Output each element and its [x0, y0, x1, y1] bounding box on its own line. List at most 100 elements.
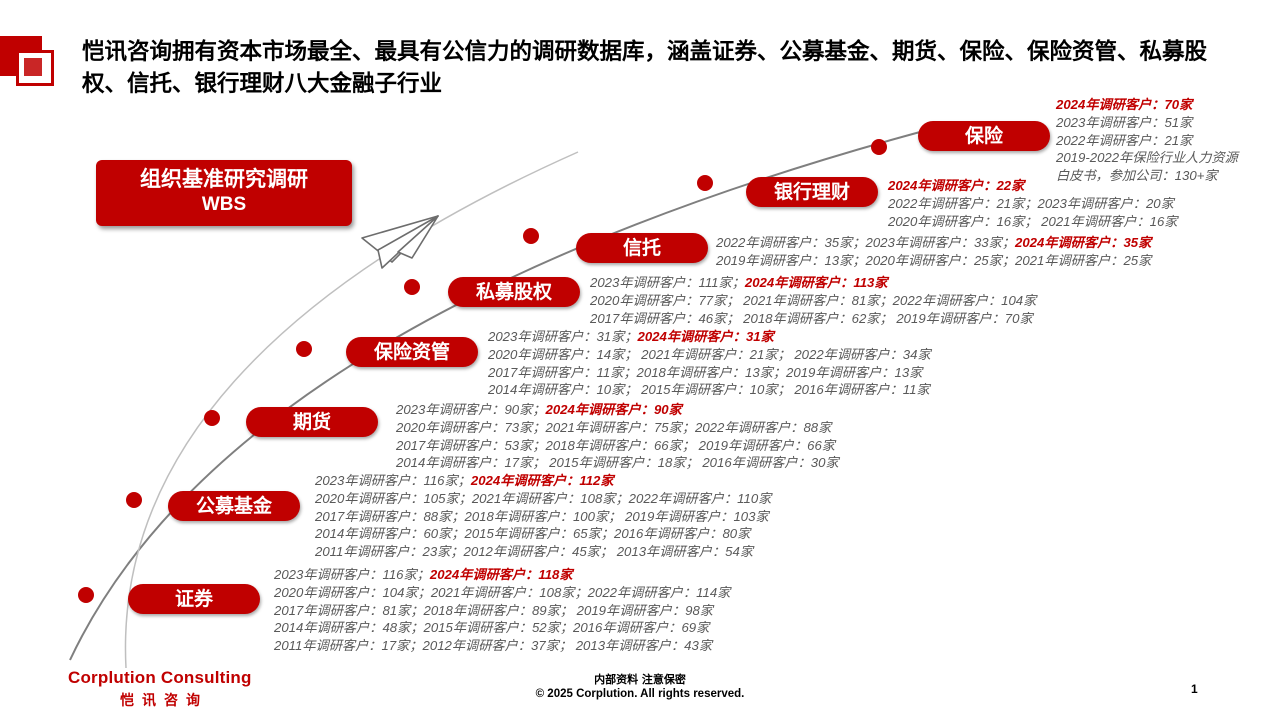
stat-line: 2017年调研客户：11家；2018年调研客户：13家；2019年调研客户：13… — [488, 364, 931, 382]
wbs-subtitle: WBS — [201, 194, 247, 215]
stat-line: 2014年调研客户：48家；2015年调研客户：52家；2016年调研客户：69… — [274, 619, 730, 637]
stat-highlight: 2024年调研客户：90家 — [545, 402, 682, 417]
stat-line: 2017年调研客户：81家；2018年调研客户：89家； 2019年调研客户：9… — [274, 602, 730, 620]
page-title: 恺讯咨询拥有资本市场最全、最具有公信力的调研数据库，涵盖证券、公募基金、期货、保… — [82, 39, 1208, 97]
dot-icon — [404, 279, 420, 295]
stat-text: 2023年调研客户：31家； — [488, 329, 638, 344]
sector-pill-insurance: 保险 — [918, 121, 1050, 151]
dot-icon — [523, 228, 539, 244]
stat-line: 2020年调研客户：16家； 2021年调研客户：16家 — [888, 213, 1178, 231]
stat-line: 2020年调研客户：105家；2021年调研客户：108家；2022年调研客户：… — [315, 490, 771, 508]
paper-plane-icon — [361, 215, 439, 269]
stat-text: 2014年调研客户：17家； 2015年调研客户：18家； 2016年调研客户：… — [396, 455, 839, 471]
stat-line: 白皮书，参加公司：130+家 — [1056, 167, 1238, 185]
stat-text: 2017年调研客户：81家；2018年调研客户：89家； 2019年调研客户：9… — [274, 602, 713, 618]
stat-line: 2023年调研客户：111家；2024年调研客户：113家 — [590, 274, 1036, 292]
stat-text: 2020年调研客户：104家；2021年调研客户：108家；2022年调研客户：… — [274, 584, 731, 600]
stat-line: 2023年调研客户：31家；2024年调研客户：31家 — [488, 328, 931, 346]
stat-text: 2014年调研客户：10家； 2015年调研客户：10家； 2016年调研客户：… — [488, 382, 930, 398]
sector-pill-insurance-am: 保险资管 — [346, 337, 478, 367]
stat-line: 2024年调研客户：22家 — [888, 177, 1178, 195]
sector-pill-trust: 信托 — [576, 233, 708, 263]
stat-text: 2023年调研客户：116家； — [315, 473, 471, 488]
stat-line: 2011年调研客户：23家；2012年调研客户：45家； 2013年调研客户：5… — [315, 543, 771, 561]
stat-text: 2022年调研客户：21家；2023年调研客户：20家 — [888, 195, 1174, 211]
sector-pill-securities: 证券 — [128, 584, 260, 614]
stat-line: 2020年调研客户：77家； 2021年调研客户：81家；2022年调研客户：1… — [590, 292, 1036, 310]
stat-text: 2023年调研客户：116家； — [274, 567, 430, 582]
stat-text: 2023年调研客户：111家； — [590, 275, 745, 290]
stat-line: 2017年调研客户：46家； 2018年调研客户：62家； 2019年调研客户：… — [590, 310, 1036, 328]
stat-line: 2023年调研客户：116家；2024年调研客户：112家 — [315, 472, 771, 490]
brand-name: Corplution Consulting — [68, 668, 252, 687]
sector-pill-futures: 期货 — [246, 407, 378, 437]
stat-text: 白皮书，参加公司：130+家 — [1056, 168, 1218, 184]
stat-text: 2019年调研客户：13家；2020年调研客户：25家；2021年调研客户：25… — [716, 252, 1152, 268]
stat-text: 2022年调研客户：35家；2023年调研客户：33家； — [716, 235, 1016, 250]
wbs-banner: 组织基准研究调研 WBS — [96, 160, 352, 226]
stat-highlight: 2024年调研客户：112家 — [470, 473, 614, 488]
stat-highlight: 2024年调研客户：118家 — [429, 567, 573, 582]
stat-text: 2014年调研客户：60家；2015年调研客户：65家；2016年调研客户：80… — [315, 526, 751, 542]
stat-line: 2022年调研客户：21家 — [1056, 132, 1238, 150]
stat-highlight: 2024年调研客户：35家 — [1015, 235, 1152, 250]
dot-icon — [126, 492, 142, 508]
stat-text: 2017年调研客户：46家； 2018年调研客户：62家； 2019年调研客户：… — [590, 310, 1033, 326]
stat-line: 2023年调研客户：90家；2024年调研客户：90家 — [396, 401, 839, 419]
stat-line: 2020年调研客户：104家；2021年调研客户：108家；2022年调研客户：… — [274, 584, 730, 602]
stat-line: 2017年调研客户：88家；2018年调研客户：100家； 2019年调研客户：… — [315, 508, 771, 526]
stat-line: 2022年调研客户：35家；2023年调研客户：33家；2024年调研客户：35… — [716, 234, 1151, 252]
stat-line: 2011年调研客户：17家；2012年调研客户：37家； 2013年调研客户：4… — [274, 637, 730, 655]
secondary-arc — [124, 151, 579, 669]
sector-stats-trust: 2022年调研客户：35家；2023年调研客户：33家；2024年调研客户：35… — [716, 234, 1151, 270]
stat-text: 2020年调研客户：73家；2021年调研客户：75家；2022年调研客户：88… — [396, 419, 832, 435]
stat-line: 2017年调研客户：53家；2018年调研客户：66家； 2019年调研客户：6… — [396, 437, 839, 455]
sector-pill-bank-wealth: 银行理财 — [746, 177, 878, 207]
stat-line: 2020年调研客户：14家； 2021年调研客户：21家； 2022年调研客户：… — [488, 346, 931, 364]
dot-icon — [697, 175, 713, 191]
stat-text: 2017年调研客户：88家；2018年调研客户：100家； 2019年调研客户：… — [315, 508, 769, 524]
stat-highlight: 2024年调研客户：22家 — [888, 178, 1025, 193]
stat-line: 2019-2022年保险行业人力资源 — [1056, 149, 1238, 167]
stat-line: 2024年调研客户：70家 — [1056, 96, 1238, 114]
stat-text: 2020年调研客户：105家；2021年调研客户：108家；2022年调研客户：… — [315, 490, 772, 506]
confidential-note: 内部资料 注意保密 — [594, 673, 686, 686]
stat-line: 2020年调研客户：73家；2021年调研客户：75家；2022年调研客户：88… — [396, 419, 839, 437]
page-number: 1 — [1191, 682, 1198, 696]
stat-text: 2022年调研客户：21家 — [1056, 132, 1193, 148]
stat-line: 2014年调研客户：17家； 2015年调研客户：18家； 2016年调研客户：… — [396, 454, 839, 472]
stat-text: 2020年调研客户：77家； 2021年调研客户：81家；2022年调研客户：1… — [590, 292, 1037, 308]
stat-text: 2020年调研客户：14家； 2021年调研客户：21家； 2022年调研客户：… — [488, 346, 931, 362]
stat-highlight: 2024年调研客户：31家 — [637, 329, 774, 344]
stat-text: 2019-2022年保险行业人力资源 — [1056, 150, 1238, 166]
stat-text: 2017年调研客户：11家；2018年调研客户：13家；2019年调研客户：13… — [488, 364, 923, 380]
stat-line: 2023年调研客户：116家；2024年调研客户：118家 — [274, 566, 730, 584]
brand-square-icon — [0, 36, 56, 88]
stat-line: 2014年调研客户：60家；2015年调研客户：65家；2016年调研客户：80… — [315, 525, 771, 543]
stat-line: 2019年调研客户：13家；2020年调研客户：25家；2021年调研客户：25… — [716, 252, 1151, 270]
stat-text: 2020年调研客户：16家； 2021年调研客户：16家 — [888, 213, 1178, 229]
stat-highlight: 2024年调研客户：113家 — [744, 275, 888, 290]
dot-icon — [204, 410, 220, 426]
stat-highlight: 2024年调研客户：70家 — [1056, 97, 1193, 112]
stat-text: 2011年调研客户：23家；2012年调研客户：45家； 2013年调研客户：5… — [315, 544, 754, 560]
sector-stats-bank-wealth: 2024年调研客户：22家 2022年调研客户：21家；2023年调研客户：20家… — [888, 177, 1178, 230]
stat-line: 2023年调研客户：51家 — [1056, 114, 1238, 132]
sector-pill-private-equity: 私募股权 — [448, 277, 580, 307]
stat-text: 2011年调研客户：17家；2012年调研客户：37家； 2013年调研客户：4… — [274, 638, 713, 654]
stat-line: 2022年调研客户：21家；2023年调研客户：20家 — [888, 195, 1178, 213]
stat-text: 2014年调研客户：48家；2015年调研客户：52家；2016年调研客户：69… — [274, 620, 710, 636]
dot-icon — [871, 139, 887, 155]
copyright: © 2025 Corplution. All rights reserved. — [535, 688, 745, 700]
dot-icon — [78, 587, 94, 603]
stat-line: 2014年调研客户：10家； 2015年调研客户：10家； 2016年调研客户：… — [488, 381, 931, 399]
stat-text: 2023年调研客户：90家； — [396, 402, 546, 417]
wbs-title: 组织基准研究调研 — [140, 167, 308, 191]
sector-pill-mutual-fund: 公募基金 — [168, 491, 300, 521]
